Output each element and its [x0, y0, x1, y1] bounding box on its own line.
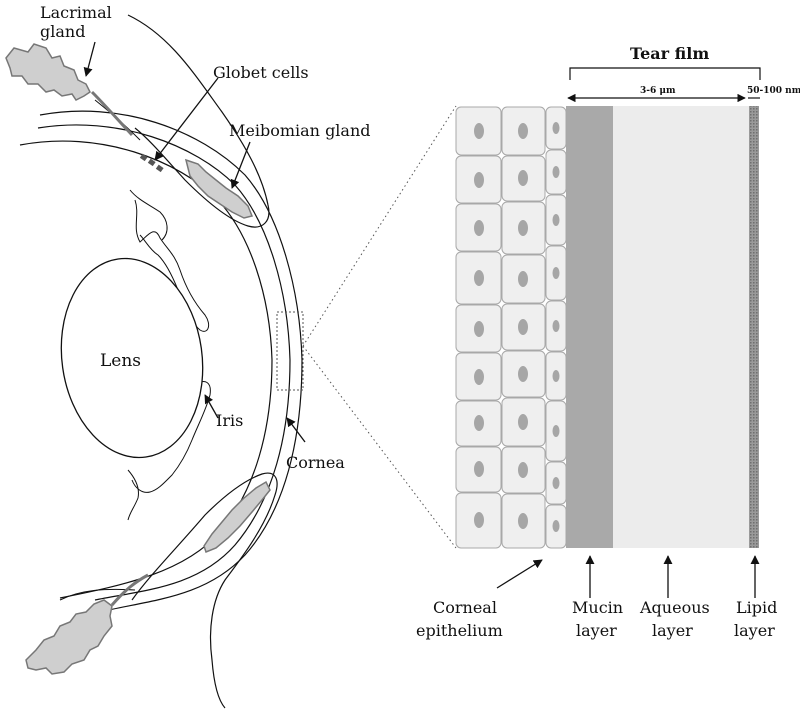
label-meibomian-gland: Meibomian gland [229, 121, 371, 140]
label-goblet-cells: Globet cells [213, 63, 309, 82]
cell-nucleus [474, 123, 484, 139]
arrow-corneal-epithelium [496, 559, 543, 589]
cell-nucleus [552, 122, 560, 134]
cell-nucleus [552, 166, 560, 178]
label-lipid-line1: Lipid [736, 598, 777, 617]
lipid-layer [749, 106, 759, 548]
eye-cross-section: Lacrimal gland Globet cells Meibomian gl… [5, 3, 457, 709]
arrow-cornea [286, 417, 306, 443]
cell-nucleus [552, 267, 560, 279]
label-tear-film: Tear film [630, 44, 709, 63]
sclera-inner [19, 140, 273, 599]
cell-nucleus [552, 425, 560, 437]
label-corneal-line1: Corneal [433, 598, 497, 617]
label-mucin-line1: Mucin [572, 598, 623, 617]
magnify-line-top [302, 105, 457, 347]
label-lipid-line2: layer [734, 621, 775, 640]
cell-nucleus [518, 462, 528, 478]
aqueous-layer [613, 106, 749, 548]
cell-nucleus [474, 461, 484, 477]
cell-nucleus [474, 220, 484, 236]
meibomian-gland-upper [184, 158, 254, 219]
cell-nucleus [552, 370, 560, 382]
label-corneal-line2: epithelium [416, 621, 503, 640]
tear-film-bracket [569, 67, 761, 80]
label-cornea: Cornea [286, 453, 345, 472]
label-thickness-aqueous: 3-6 μm [640, 86, 676, 96]
label-lacrimal-line1: Lacrimal [40, 3, 112, 22]
ciliary-upper [129, 189, 168, 241]
sclera-middle [37, 124, 291, 601]
cell-nucleus [518, 366, 528, 382]
cell-nucleus [518, 170, 528, 186]
goblet-cell-1 [139, 153, 148, 162]
cell-nucleus [518, 513, 528, 529]
lacrimal-gland-lower [25, 599, 113, 675]
magnification-box [276, 311, 304, 391]
label-aqueous-line1: Aqueous [639, 598, 710, 617]
cell-nucleus [518, 220, 528, 236]
label-mucin-line2: layer [576, 621, 617, 640]
cell-nucleus [552, 477, 560, 489]
arrow-meibomian [230, 141, 251, 189]
label-lens: Lens [100, 351, 141, 371]
upper-eyelid [127, 14, 270, 228]
label-thickness-lipid: 50-100 nm [747, 86, 800, 96]
lacrimal-duct-upper [90, 90, 134, 137]
cell-nucleus [518, 319, 528, 335]
cell-nucleus [474, 415, 484, 431]
lacrimal-gland-upper [5, 43, 91, 101]
cell-nucleus [518, 271, 528, 287]
iris-lower [131, 381, 211, 493]
corneal-epithelium-cells [455, 106, 567, 549]
mucin-layer [566, 106, 613, 548]
cell-nucleus [552, 520, 560, 532]
lens [60, 257, 204, 459]
lower-eyelid [131, 472, 278, 709]
arrow-iris [204, 394, 219, 419]
arrow-goblet [154, 77, 219, 161]
label-lacrimal-line2: gland [40, 22, 85, 41]
goblet-cell-2 [147, 158, 156, 167]
goblet-cell-3 [155, 164, 164, 173]
ciliary-lower [127, 469, 139, 521]
cell-nucleus [518, 123, 528, 139]
meibomian-gland-lower [203, 480, 271, 553]
cell-nucleus [474, 369, 484, 385]
label-iris: Iris [216, 411, 243, 430]
cell-nucleus [552, 320, 560, 332]
iris-upper [134, 199, 210, 332]
cell-nucleus [474, 321, 484, 337]
arrow-lacrimal [83, 41, 96, 77]
cell-nucleus [474, 270, 484, 286]
cell-nucleus [552, 214, 560, 226]
magnify-line-bottom [302, 345, 457, 549]
lacrimal-duct-lower [110, 573, 149, 606]
tear-film-detail: Tear film 3-6 μm 50-100 nm Corneal epith… [416, 44, 800, 640]
cell-nucleus [474, 172, 484, 188]
cell-nucleus [518, 414, 528, 430]
sclera-outer [39, 110, 303, 613]
label-aqueous-line2: layer [652, 621, 693, 640]
cell-nucleus [474, 512, 484, 528]
